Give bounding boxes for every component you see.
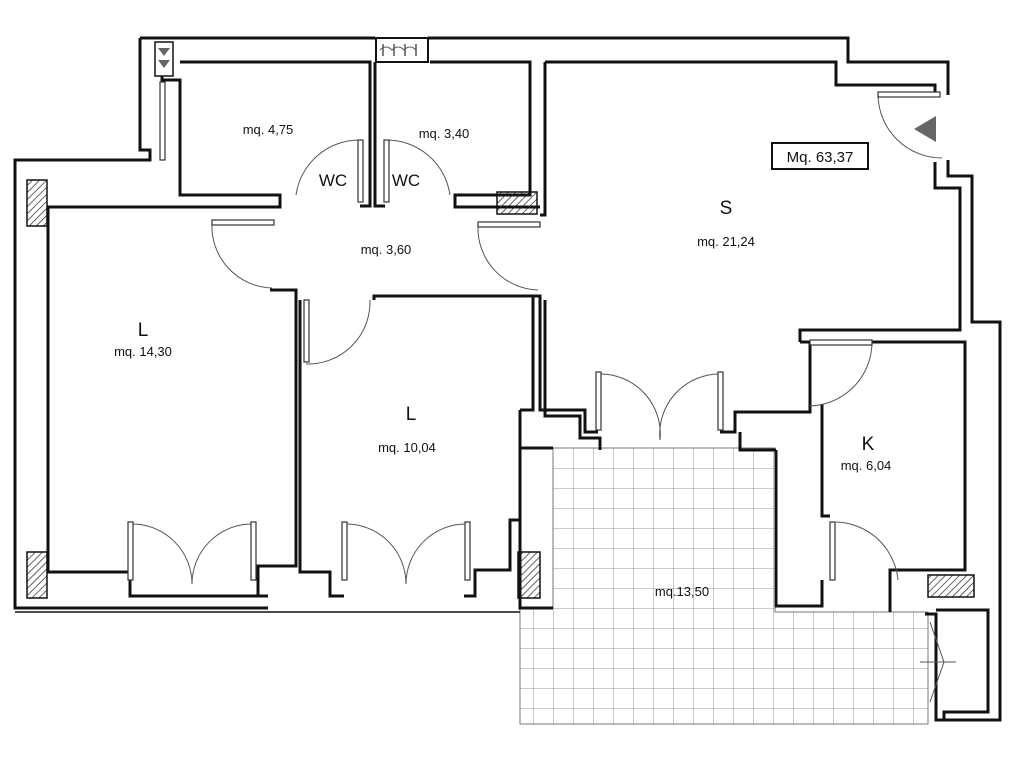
bathroom-left-area: mq. 4,75 <box>243 122 294 137</box>
hallway-area: mq. 3,60 <box>361 242 412 257</box>
kitchen-label: K <box>862 434 875 455</box>
bedroom-small-label: L <box>406 404 417 425</box>
terrace-area: mq.13,50 <box>655 584 709 599</box>
ventilation-shaft <box>375 37 429 63</box>
chimney-shaft <box>154 41 174 77</box>
total-area-label: Mq. 63,37 <box>787 149 854 166</box>
entrance-arrow-icon <box>914 116 936 142</box>
total-area-box: Mq. 63,37 <box>771 142 869 170</box>
bedroom-large-area: mq. 14,30 <box>114 344 172 359</box>
wc-left-label: WC <box>319 171 347 190</box>
bathroom-right-area: mq. 3,40 <box>419 126 470 141</box>
structural-columns <box>26 179 975 599</box>
wc-right-label: WC <box>392 171 420 190</box>
living-area: mq. 21,24 <box>697 234 755 249</box>
terrace-floor <box>519 447 929 725</box>
bedroom-large-label: L <box>138 320 149 341</box>
kitchen-area: mq. 6,04 <box>841 458 892 473</box>
doors <box>127 81 956 703</box>
living-label: S <box>720 198 733 219</box>
room-labels: mq. 4,75 mq. 3,40 WC WC mq. 3,60 S mq. 2… <box>114 122 891 599</box>
outer-walls <box>13 36 1002 722</box>
bedroom-small-area: mq. 10,04 <box>378 440 436 455</box>
